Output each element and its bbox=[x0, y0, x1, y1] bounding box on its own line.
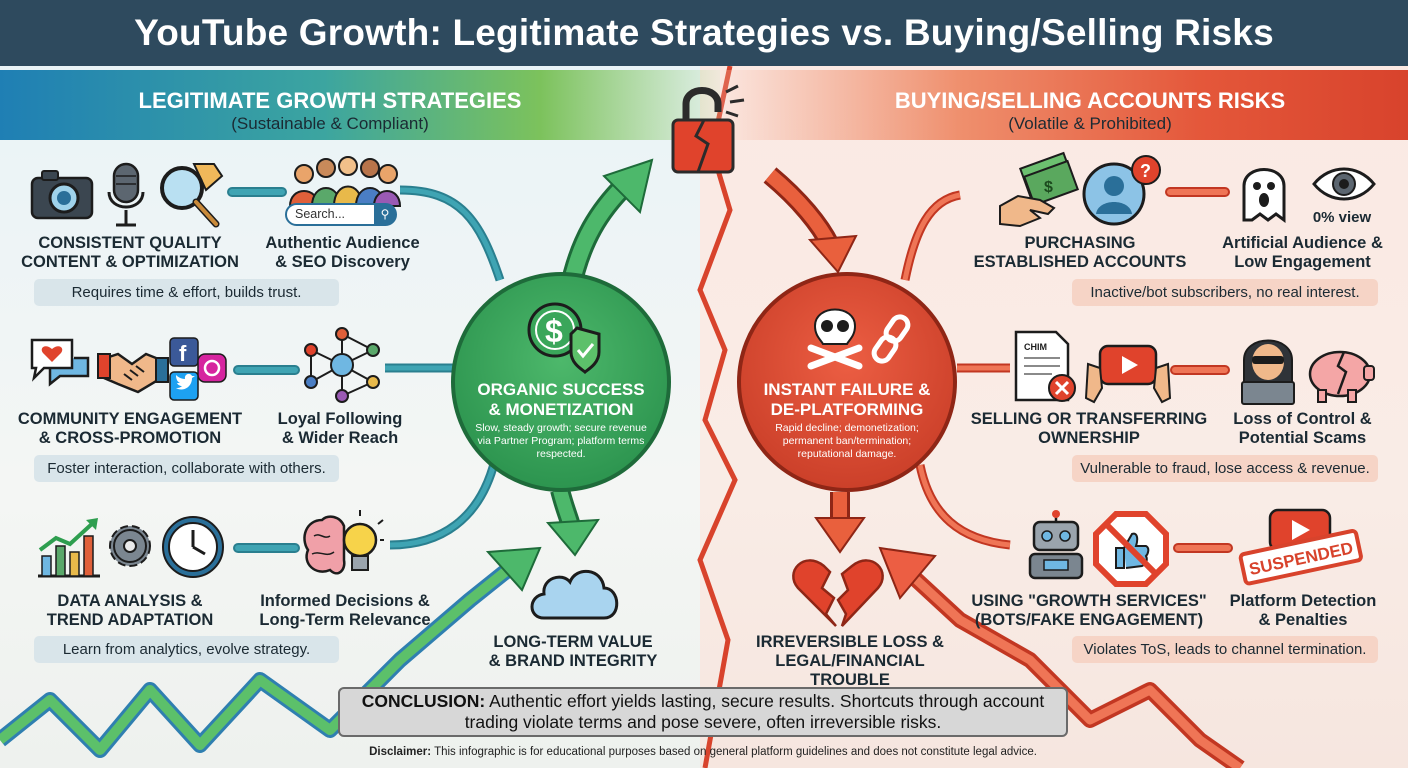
right-outcome: IRREVERSIBLE LOSS & LEGAL/FINANCIAL TROU… bbox=[756, 633, 944, 689]
magnifier-icon bbox=[160, 163, 224, 228]
instant-failure-hub: INSTANT FAILURE & DE-PLATFORMING Rapid d… bbox=[737, 272, 957, 492]
instant-failure-title: INSTANT FAILURE & DE-PLATFORMING bbox=[763, 380, 931, 419]
clock-icon bbox=[162, 516, 224, 578]
contract-icon: CHIM bbox=[1014, 330, 1076, 402]
no-thumb-icon bbox=[1093, 511, 1169, 587]
right-row1-result: Artificial Audience & Low Engagement bbox=[1222, 234, 1383, 271]
left-section-banner bbox=[0, 70, 720, 140]
hacker-icon bbox=[1241, 339, 1295, 405]
right-row3-strategy: USING "GROWTH SERVICES" (BOTS/FAKE ENGAG… bbox=[971, 592, 1207, 629]
search-input: Search... bbox=[295, 207, 346, 221]
right-row1-strategy: PURCHASING ESTABLISHED ACCOUNTS bbox=[973, 234, 1187, 271]
left-row1-strategy: CONSISTENT QUALITY CONTENT & OPTIMIZATIO… bbox=[21, 234, 239, 271]
question-user-icon: ? bbox=[1082, 155, 1161, 226]
cloud-icon bbox=[530, 570, 619, 620]
camera-icon bbox=[30, 170, 94, 220]
ghost-icon bbox=[1242, 168, 1286, 223]
left-section-subtitle: (Sustainable & Compliant) bbox=[231, 114, 429, 133]
handshake-icon bbox=[97, 352, 169, 394]
organic-success-body: Slow, steady growth; secure revenue via … bbox=[475, 422, 647, 460]
piggy-bank-icon bbox=[1308, 350, 1375, 403]
svg-text:f: f bbox=[179, 341, 187, 366]
right-row3-result: Platform Detection & Penalties bbox=[1229, 592, 1377, 629]
right-section-banner bbox=[720, 70, 1408, 140]
left-row2-strategy: COMMUNITY ENGAGEMENT & CROSS-PROMOTION bbox=[17, 410, 243, 447]
right-row2-note: Vulnerable to fraud, lose access & reven… bbox=[1072, 455, 1378, 482]
conclusion-text: Authentic effort yields lasting, secure … bbox=[464, 691, 1045, 732]
svg-text:$: $ bbox=[1044, 179, 1053, 196]
right-row2-result: Loss of Control & Potential Scams bbox=[1233, 410, 1372, 447]
organic-success-title: ORGANIC SUCCESS & MONETIZATION bbox=[477, 380, 645, 419]
heart-bubble-icon bbox=[30, 338, 90, 387]
right-row1-note: Inactive/bot subscribers, no real intere… bbox=[1072, 279, 1378, 306]
network-icon bbox=[304, 327, 380, 403]
cash-hand-icon: $ bbox=[999, 151, 1080, 228]
right-section-subtitle: (Volatile & Prohibited) bbox=[1008, 114, 1172, 133]
right-row3-note: Violates ToS, leads to channel terminati… bbox=[1072, 636, 1378, 663]
search-bar[interactable]: Search... ⚲ bbox=[285, 203, 397, 226]
left-row2-result: Loyal Following & Wider Reach bbox=[277, 410, 403, 447]
conclusion-box: CONCLUSION: Authentic effort yields last… bbox=[338, 687, 1068, 737]
broken-heart-icon bbox=[792, 559, 884, 627]
gear-icon bbox=[109, 525, 151, 567]
disclaimer: Disclaimer: This infographic is for educ… bbox=[338, 746, 1068, 758]
video-hands-icon bbox=[1084, 344, 1172, 404]
search-icon: ⚲ bbox=[374, 204, 396, 225]
left-row3-result: Informed Decisions & Long-Term Relevance bbox=[259, 592, 431, 629]
instant-failure-body: Rapid decline; demonetization; permanent… bbox=[775, 422, 919, 460]
left-row1-result: Authentic Audience & SEO Discovery bbox=[265, 234, 420, 271]
brain-bulb-icon bbox=[303, 510, 384, 575]
disclaimer-label: Disclaimer: bbox=[369, 746, 432, 758]
left-row2-note: Foster interaction, collaborate with oth… bbox=[34, 455, 339, 482]
broken-lock-icon bbox=[671, 84, 745, 174]
svg-text:?: ? bbox=[1140, 161, 1151, 181]
suspended-stamp-icon: SUSPENDED bbox=[1238, 508, 1363, 586]
svg-text:$: $ bbox=[545, 313, 563, 349]
left-section-title: LEGITIMATE GROWTH STRATEGIES bbox=[138, 88, 522, 113]
skull-icon bbox=[807, 308, 863, 370]
social-icons: f bbox=[169, 337, 227, 401]
organic-success-hub: $ ORGANIC SUCCESS & MONETIZATION Slow, s… bbox=[451, 272, 671, 492]
contract-label: CHIM bbox=[1024, 342, 1047, 352]
left-row1-note: Requires time & effort, builds trust. bbox=[34, 279, 339, 306]
left-row3-strategy: DATA ANALYSIS & TREND ADAPTATION bbox=[46, 592, 214, 629]
right-row2-strategy: SELLING OR TRANSFERRING OWNERSHIP bbox=[970, 410, 1208, 447]
robot-icon bbox=[1028, 510, 1084, 580]
audience-icon bbox=[288, 156, 402, 207]
broken-chain-icon bbox=[871, 314, 911, 364]
disclaimer-text: This infographic is for educational purp… bbox=[431, 746, 1037, 758]
right-section-title: BUYING/SELLING ACCOUNTS RISKS bbox=[894, 88, 1286, 113]
view-label: 0% view bbox=[1312, 209, 1372, 226]
conclusion-label: CONCLUSION: bbox=[361, 691, 486, 711]
microphone-icon bbox=[107, 162, 145, 227]
page-title: YouTube Growth: Legitimate Strategies vs… bbox=[0, 0, 1408, 66]
eye-icon bbox=[1312, 167, 1376, 201]
dollar-shield-icon: $ bbox=[527, 302, 601, 375]
left-row3-note: Learn from analytics, evolve strategy. bbox=[34, 636, 339, 663]
left-outcome: LONG-TERM VALUE & BRAND INTEGRITY bbox=[488, 633, 658, 670]
bar-chart-icon bbox=[38, 518, 100, 578]
